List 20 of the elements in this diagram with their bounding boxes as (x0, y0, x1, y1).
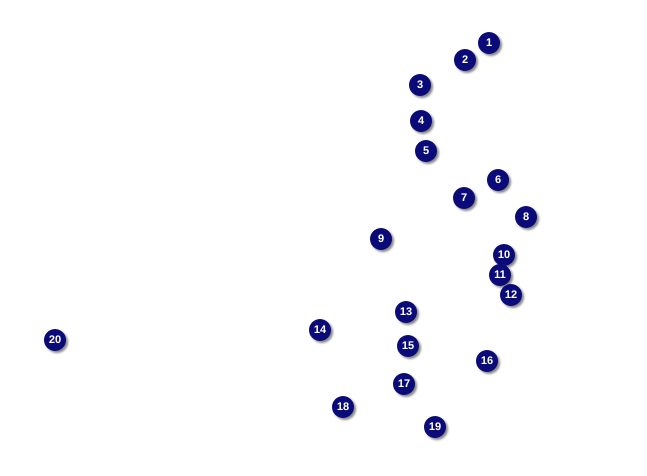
callout-number: 16 (476, 350, 498, 372)
callout-number: 10 (493, 244, 515, 266)
callout-number: 7 (453, 187, 475, 209)
callout-number: 15 (397, 335, 419, 357)
callout-number: 20 (44, 329, 66, 351)
callout-number: 4 (410, 110, 432, 132)
callout-number: 19 (424, 416, 446, 438)
callout-number: 5 (415, 140, 437, 162)
callout-number: 8 (515, 206, 537, 228)
callout-number: 9 (370, 228, 392, 250)
callout-number: 17 (393, 373, 415, 395)
callout-number: 11 (489, 264, 511, 286)
callout-number: 12 (500, 284, 522, 306)
callout-number: 18 (332, 396, 354, 418)
callout-number: 6 (487, 169, 509, 191)
callout-number: 1 (478, 32, 500, 54)
callout-number: 14 (309, 319, 331, 341)
callout-number: 2 (454, 49, 476, 71)
callout-number: 3 (409, 74, 431, 96)
callout-number: 13 (395, 301, 417, 323)
